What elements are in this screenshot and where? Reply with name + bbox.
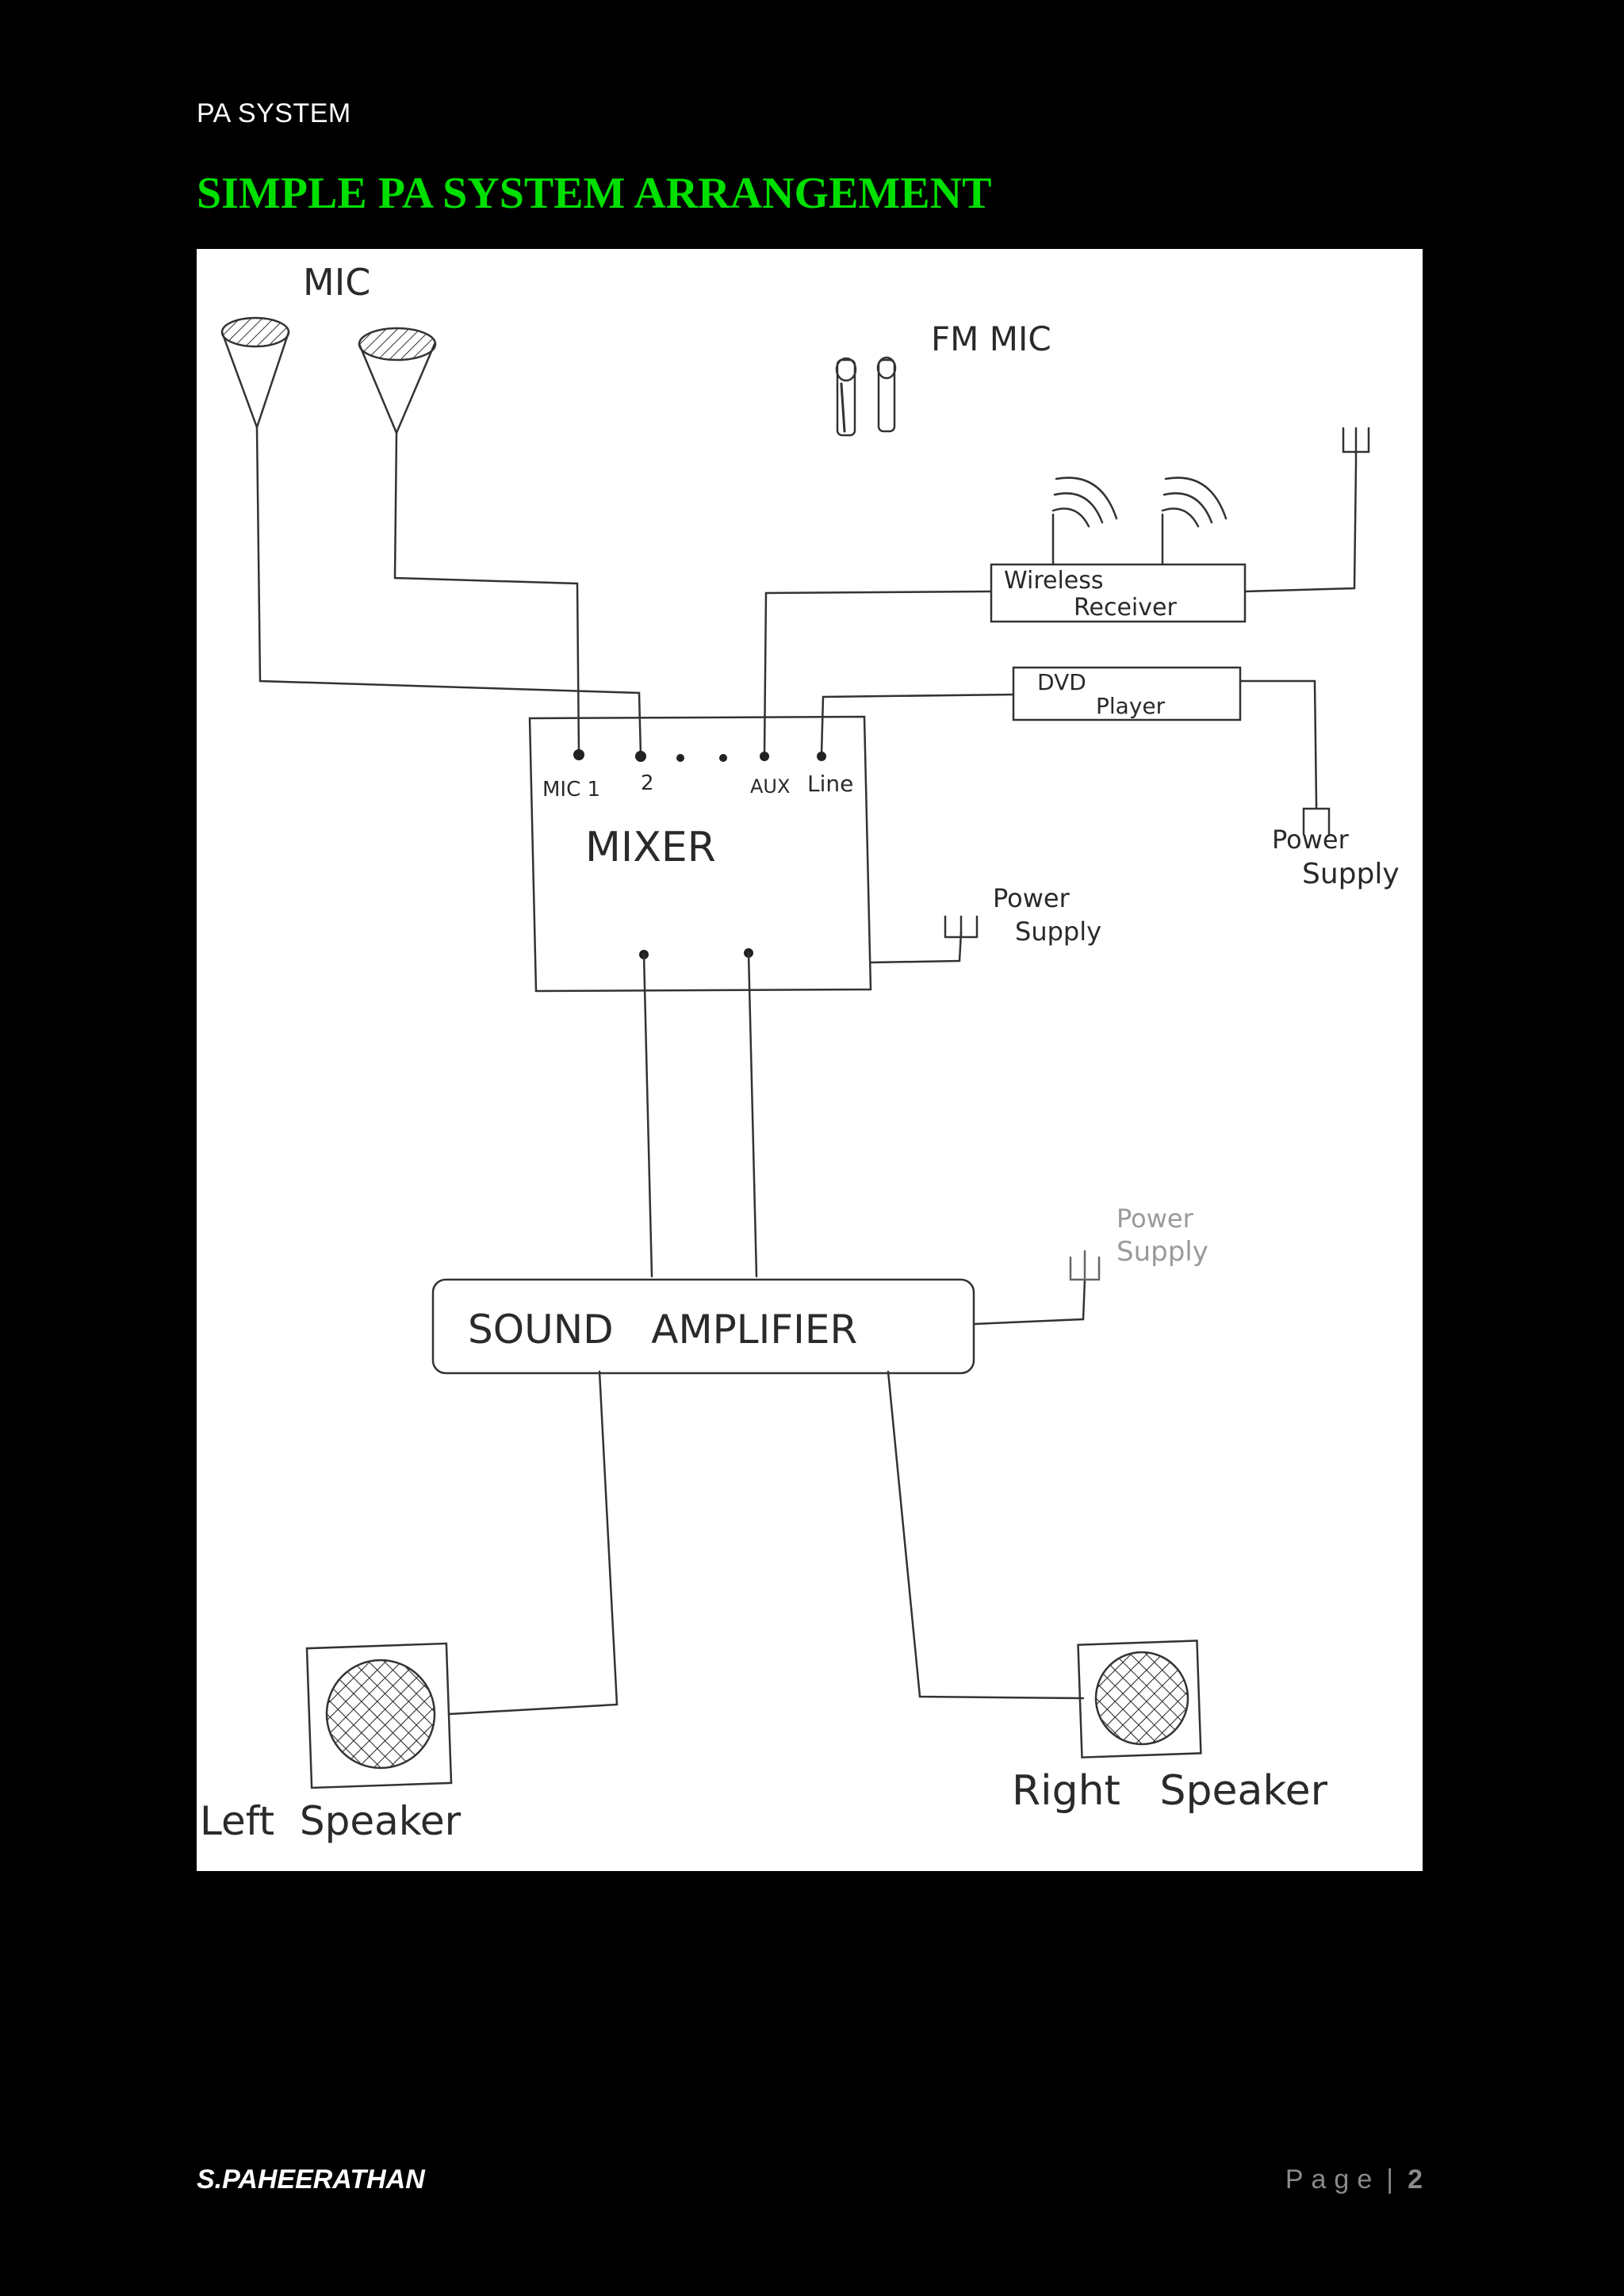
mixer-amp-cable-left (642, 953, 653, 1278)
footer-author: S.PAHEERATHAN (197, 2164, 425, 2195)
label-port-2: 2 (641, 771, 654, 795)
label-right-speaker: Right Speaker (1012, 1767, 1328, 1815)
label-port-line: Line (807, 771, 853, 797)
label-mixer: MIXER (585, 824, 716, 871)
mixer-amp-cable-right (747, 951, 758, 1278)
wired-mic-2 (358, 327, 580, 756)
label-port-aux: AUX (750, 775, 790, 798)
label-power-amp-2: Supply (1116, 1236, 1208, 1268)
left-speaker (305, 1370, 619, 1789)
label-wireless-2: Receiver (1074, 594, 1177, 622)
label-power-amp-1: Power (1116, 1203, 1194, 1234)
label-power-dvd-1: Power (1272, 825, 1350, 855)
page-number: 2 (1408, 2164, 1423, 2195)
wireless-receiver (763, 427, 1370, 756)
label-dvd-2: Player (1096, 693, 1166, 719)
dvd-player (820, 666, 1331, 836)
page-separator: | (1386, 2164, 1394, 2195)
sound-amplifier (431, 1249, 1101, 1375)
label-mic: MIC (303, 261, 370, 304)
mixer-ports (573, 749, 826, 959)
right-speaker (887, 1370, 1202, 1758)
label-left-speaker: Left Speaker (200, 1798, 462, 1844)
label-fm-mic: FM MIC (931, 320, 1051, 358)
running-header: PA SYSTEM (197, 98, 351, 128)
label-power-mixer-1: Power (993, 883, 1071, 913)
label-power-dvd-2: Supply (1302, 858, 1400, 890)
label-amplifier: SOUND AMPLIFIER (468, 1307, 857, 1353)
label-port-mic1: MIC 1 (542, 778, 600, 802)
label-power-mixer-2: Supply (1015, 916, 1101, 947)
mixer (528, 715, 979, 993)
fm-mic-icons (835, 356, 897, 437)
label-dvd-1: DVD (1037, 669, 1086, 695)
footer-page-indicator: Page| 2 (1285, 2164, 1423, 2195)
label-wireless-1: Wireless (1004, 567, 1104, 595)
pa-system-diagram: MIC FM MIC Wireless Receiver DVD Player … (197, 249, 1423, 1871)
page-title: SIMPLE PA SYSTEM ARRANGEMENT (197, 169, 992, 218)
page-label: Page (1285, 2164, 1381, 2195)
wired-mic-1 (220, 316, 642, 756)
